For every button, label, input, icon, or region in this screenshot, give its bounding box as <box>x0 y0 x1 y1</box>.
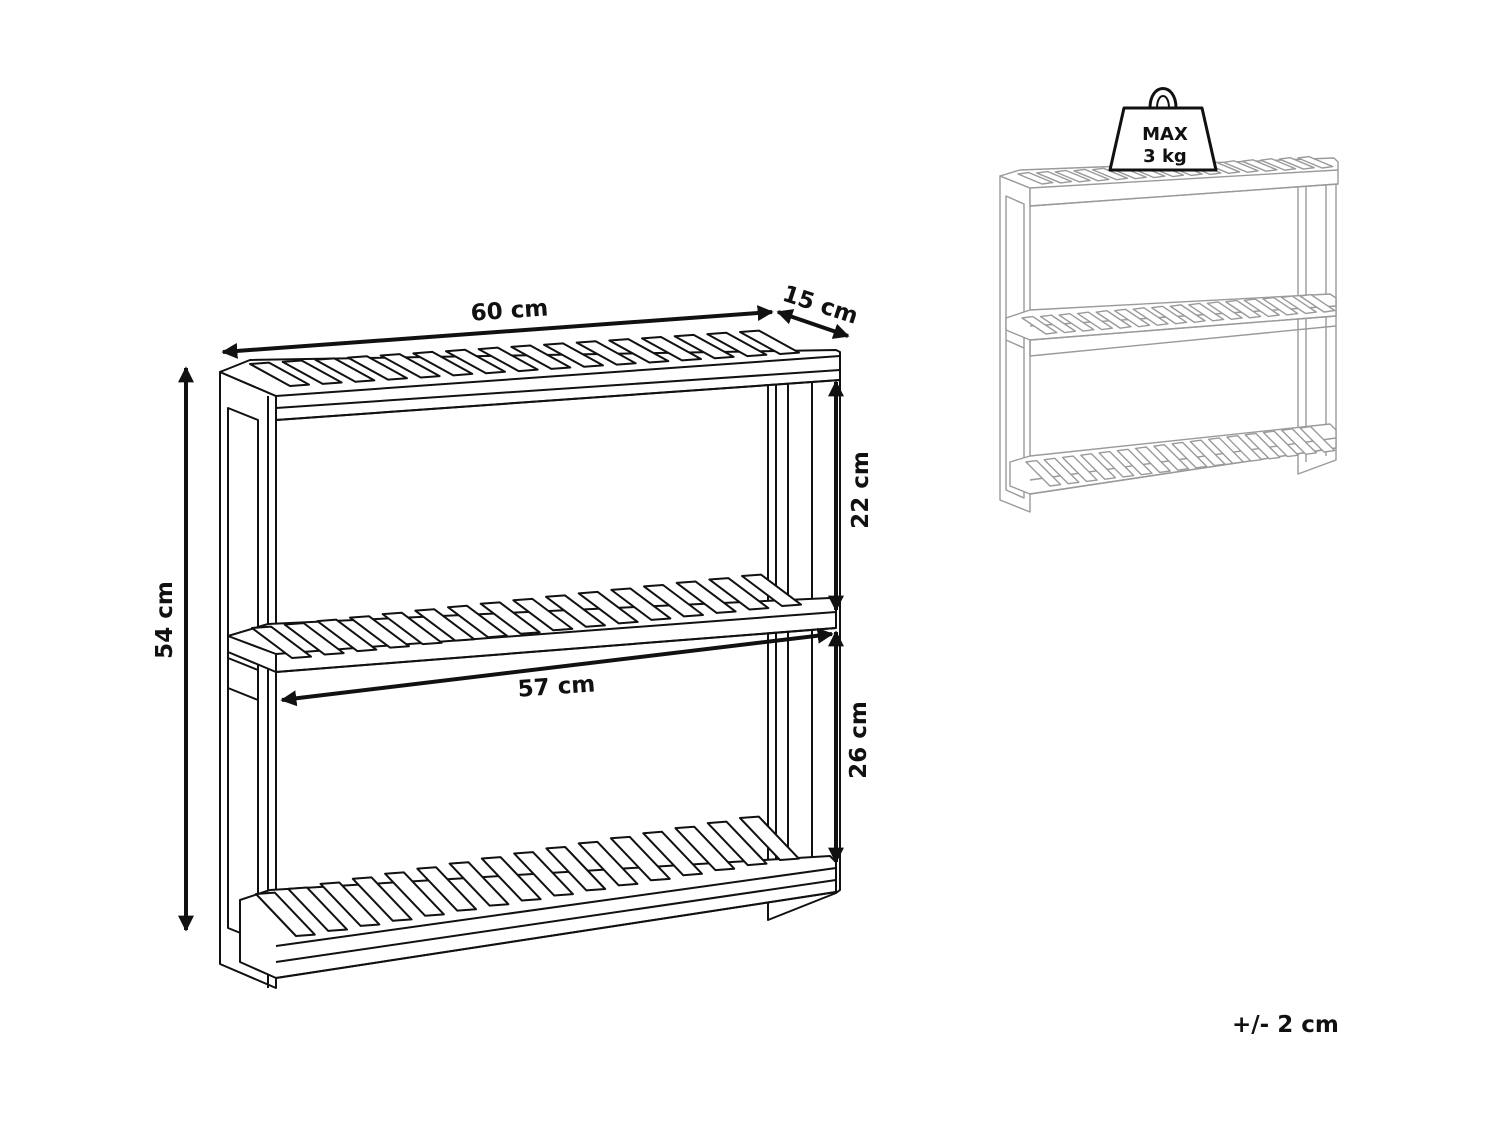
height-label: 54 cm <box>152 581 178 659</box>
top-gap-label: 22 cm <box>848 451 874 529</box>
slat <box>739 815 800 861</box>
slat <box>1151 305 1188 325</box>
slat <box>1058 312 1095 332</box>
slat <box>1262 296 1299 316</box>
left-frame <box>219 361 277 989</box>
slat <box>1244 432 1281 460</box>
slat <box>480 856 542 902</box>
weight-icon <box>1108 87 1218 172</box>
depth-label: 15 cm <box>779 281 861 330</box>
slat <box>281 359 343 385</box>
slat <box>545 594 606 628</box>
slat <box>1134 446 1171 474</box>
slat <box>642 830 703 877</box>
slat <box>1116 448 1153 476</box>
slat <box>416 866 478 912</box>
slat <box>1299 293 1336 313</box>
width-label: 60 cm <box>470 295 549 326</box>
load-shelf-drawing <box>999 155 1339 513</box>
slat <box>1076 311 1114 331</box>
slat <box>708 577 770 611</box>
weight-max-label: MAX <box>1142 124 1188 145</box>
slat <box>1243 298 1280 318</box>
slat <box>249 361 310 387</box>
slat <box>351 876 413 922</box>
slat <box>577 590 639 625</box>
slat <box>643 584 704 618</box>
top-shelf <box>219 349 841 421</box>
slat <box>1280 295 1317 315</box>
bottom-shelf <box>239 855 837 979</box>
bottom-shelf-slats <box>255 815 800 937</box>
slat <box>1043 457 1080 485</box>
slat <box>1241 159 1278 172</box>
slat <box>1080 453 1117 480</box>
slat <box>1207 437 1244 465</box>
slat <box>1188 302 1225 322</box>
tolerance-note: +/- 2 cm <box>1232 1012 1339 1038</box>
slat <box>674 825 736 872</box>
shelf-line-drawing <box>219 329 841 989</box>
slat <box>1017 171 1054 185</box>
slat <box>1039 314 1077 334</box>
slat <box>1262 430 1299 458</box>
slat <box>1021 315 1058 335</box>
inner-width-label: 57 cm <box>517 671 596 702</box>
slat <box>1189 439 1226 467</box>
weight-value-label: 3 kg <box>1143 146 1187 167</box>
slat <box>1098 450 1135 478</box>
slat <box>384 871 445 917</box>
slat <box>1225 299 1262 319</box>
slat <box>1091 167 1129 181</box>
slat <box>1259 158 1297 171</box>
inner-width-arrow <box>280 627 834 707</box>
slat <box>319 881 381 927</box>
slat <box>1297 155 1334 169</box>
slat <box>1132 307 1169 326</box>
slat <box>255 891 316 937</box>
slat <box>1113 308 1151 328</box>
width-arrow <box>221 305 774 359</box>
slat <box>741 573 802 607</box>
slat <box>1281 428 1318 455</box>
slat <box>577 840 639 887</box>
slat <box>1061 455 1098 483</box>
slat <box>1278 156 1315 170</box>
slat <box>609 835 671 882</box>
slat <box>448 861 510 907</box>
slat <box>1222 160 1259 173</box>
slat <box>1169 304 1206 323</box>
slat <box>545 846 607 892</box>
dimension-arrows <box>178 305 850 932</box>
slat <box>1054 169 1091 183</box>
slat <box>1073 168 1110 182</box>
slat <box>513 851 574 897</box>
depth-arrow <box>776 309 850 339</box>
slat <box>610 587 672 621</box>
bottom-gap-label: 26 cm <box>846 701 872 779</box>
slat <box>706 820 768 867</box>
slat <box>1171 441 1208 469</box>
slat <box>1226 434 1263 462</box>
slat <box>1025 459 1062 487</box>
slat <box>1153 444 1190 471</box>
slat <box>1206 301 1243 321</box>
slat <box>675 580 737 614</box>
slat <box>287 886 349 932</box>
slat <box>1035 170 1073 184</box>
slat <box>1299 425 1336 453</box>
slat <box>1095 310 1132 329</box>
